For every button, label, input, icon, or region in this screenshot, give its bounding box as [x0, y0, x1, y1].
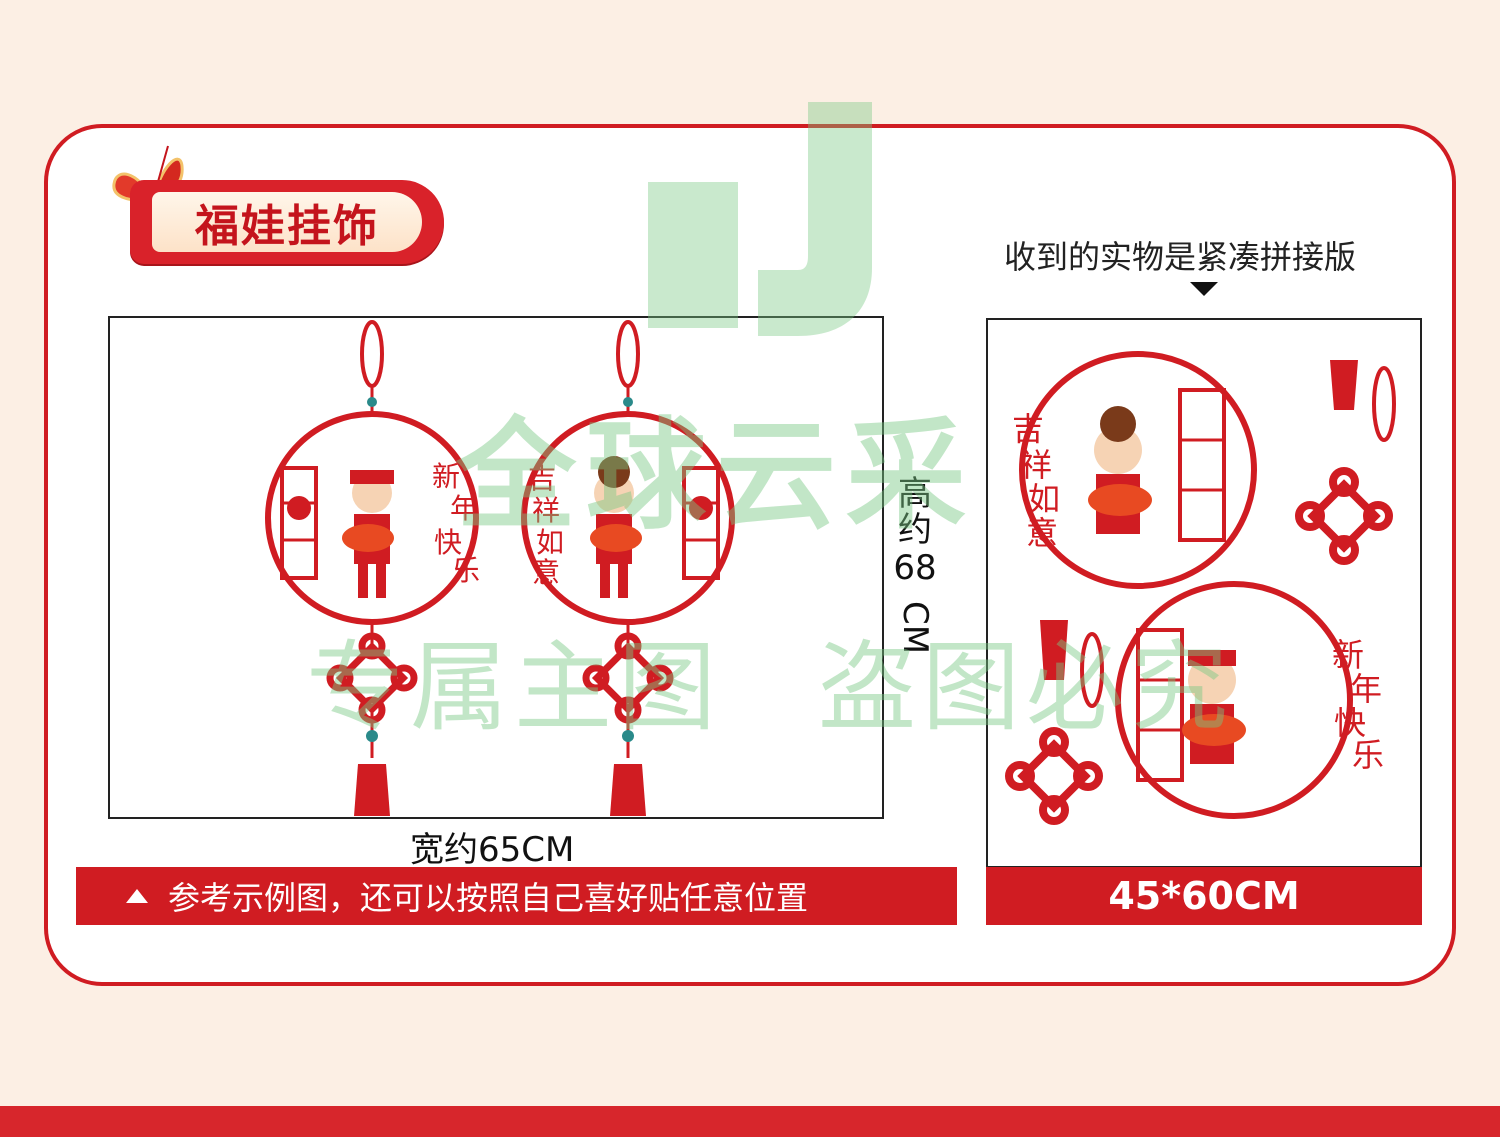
compact-sticker-layout: 吉 祥 如 意 新 年 快 乐 — [1005, 351, 1396, 825]
page-title: 福娃挂饰 — [152, 192, 422, 252]
blessing-char: 快 — [434, 526, 462, 559]
width-label: 宽约65CM — [410, 830, 575, 870]
watermark-brand: 全球云采 — [456, 407, 976, 546]
blessing-char: 意 — [1026, 514, 1058, 552]
blessing-char: 乐 — [452, 554, 480, 587]
compact-version-note: 收到的实物是紧凑拼接版 — [1004, 238, 1357, 276]
actual-product-image: 吉 祥 如 意 新 年 快 乐 — [986, 318, 1422, 868]
watermark-line2: 盗图必究 — [818, 631, 1235, 745]
bottom-stripe — [0, 1106, 1500, 1137]
ornament-right — [521, 320, 735, 816]
watermark-logo-icon — [648, 102, 872, 336]
height-label: 高约 68 CM — [892, 474, 938, 654]
blessing-char: 如 — [536, 526, 564, 559]
blessing-char: 乐 — [1352, 736, 1384, 774]
blessing-char: 快 — [1334, 704, 1366, 742]
example-caption: 参考示例图，还可以按照自己喜好贴任意位置 — [168, 879, 809, 917]
height-label-prefix: 高约 — [898, 474, 932, 550]
ornament-left — [265, 320, 479, 816]
blessing-char: 如 — [1028, 480, 1060, 518]
blessing-char: 意 — [532, 556, 560, 589]
blessing-char: 年 — [450, 492, 478, 525]
title-badge: 福娃挂饰 — [108, 140, 448, 280]
hanging-ornaments: 新 年 快 乐 吉 祥 如 意 — [265, 320, 735, 816]
height-label-number: 68 — [893, 548, 937, 588]
blessing-char: 新 — [1332, 636, 1364, 674]
example-image: 新 年 快 乐 吉 祥 如 意 — [108, 316, 884, 819]
example-caption-bar: 参考示例图，还可以按照自己喜好贴任意位置 — [76, 867, 957, 925]
blessing-char: 吉 — [1012, 410, 1044, 448]
triangle-up-icon — [126, 889, 148, 903]
blessing-char: 吉 — [528, 462, 556, 495]
blessing-char: 祥 — [1020, 446, 1052, 484]
blessing-char: 年 — [1350, 670, 1382, 708]
watermark-line1: 专属主图 — [306, 631, 723, 745]
size-caption: 45*60CM — [986, 867, 1422, 925]
down-arrow-icon — [1190, 282, 1218, 296]
blessing-char: 祥 — [532, 494, 560, 527]
blessing-char: 新 — [432, 460, 460, 493]
